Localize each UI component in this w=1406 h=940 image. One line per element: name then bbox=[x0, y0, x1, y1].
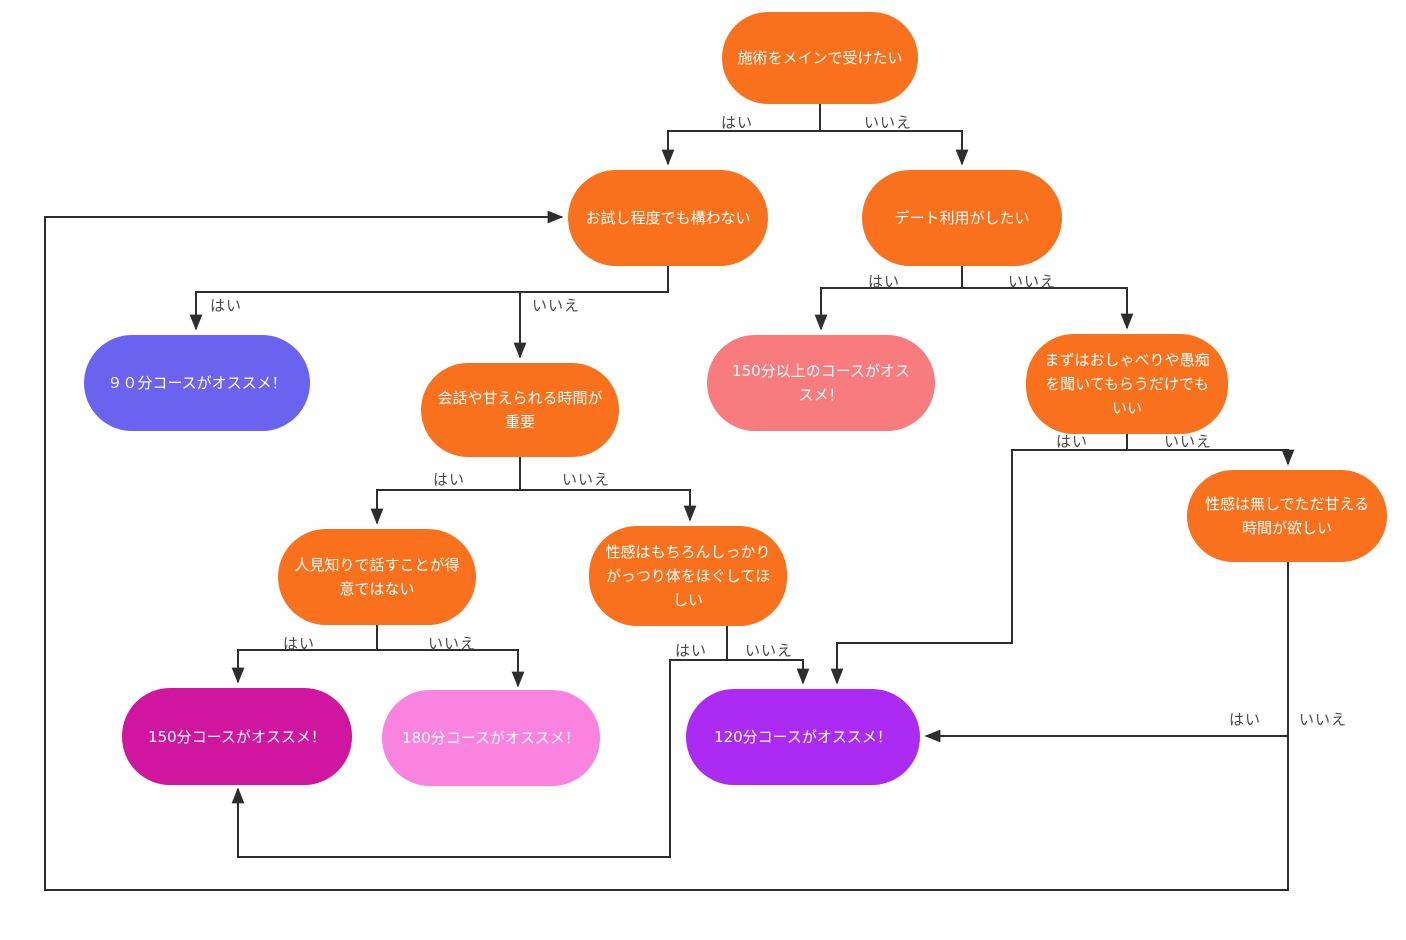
node-result-90min: ９０分コースがオススメ！ bbox=[84, 335, 310, 431]
edge-label-no-noseikan: いいえ bbox=[1298, 710, 1348, 729]
edge-label-no-massage: いいえ bbox=[744, 641, 794, 660]
node-question-chat-only: まずはおしゃべりや愚痴を聞いてもらうだけでもいい bbox=[1026, 334, 1228, 434]
edge-label-yes-main: はい bbox=[720, 113, 754, 132]
node-label: 120分コースがオススメ！ bbox=[714, 728, 892, 746]
node-label: 150分以上のコースがオススメ！ bbox=[732, 362, 910, 404]
node-question-no-seikan: 性感は無しでただ甘える時間が欲しい bbox=[1187, 470, 1387, 562]
edge-main-no-date bbox=[820, 130, 969, 166]
edge-label-no-date: いいえ bbox=[1007, 272, 1057, 291]
node-label: デート利用がしたい bbox=[894, 209, 1030, 227]
edge-label-yes-massage: はい bbox=[674, 641, 708, 660]
edge-label-no-talktime: いいえ bbox=[561, 470, 611, 489]
edge-chatonly-no-noseikan bbox=[1127, 449, 1295, 466]
edge-massage-no-120min bbox=[727, 659, 810, 685]
edge-label-yes-talktime: はい bbox=[432, 470, 466, 489]
edge-label-no-main: いいえ bbox=[863, 113, 913, 132]
edge-label-no-chatonly: いいえ bbox=[1163, 432, 1213, 451]
node-question-shy: 人見知りで話すことが得意ではない bbox=[278, 529, 476, 625]
edge-trial-no-talktime bbox=[513, 291, 668, 359]
node-question-full-massage: 性感はもちろんしっかりがっつり体をほぐしてほしい bbox=[589, 526, 787, 626]
node-label: 180分コースがオススメ！ bbox=[402, 729, 580, 747]
node-question-trial-ok: お試し程度でも構わない bbox=[568, 170, 768, 266]
node-label: 性感は無しでただ甘える時間が欲しい bbox=[1204, 495, 1370, 537]
node-result-150min-plus: 150分以上のコースがオススメ！ bbox=[707, 335, 935, 431]
edge-label-yes-shy: はい bbox=[282, 634, 316, 653]
edge-date-yes-150plus bbox=[814, 266, 963, 331]
node-label: まずはおしゃべりや愚痴を聞いてもらうだけでもいい bbox=[1044, 351, 1210, 417]
edge-shy-no-180min bbox=[377, 649, 525, 688]
edge-label-no-trial: いいえ bbox=[531, 296, 581, 315]
node-label: 150分コースがオススメ！ bbox=[148, 727, 326, 746]
edge-label-yes-chatonly: はい bbox=[1055, 432, 1089, 451]
edge-date-no-chatonly bbox=[962, 287, 1134, 330]
edge-label-yes-noseikan: はい bbox=[1228, 710, 1262, 729]
edge-talktime-yes-shy bbox=[370, 457, 521, 525]
edge-trial-yes-90min bbox=[189, 266, 669, 331]
edge-main-yes-trial bbox=[661, 104, 821, 166]
node-question-date-use: デート利用がしたい bbox=[862, 170, 1062, 266]
edge-massage-yes-150min-loop bbox=[231, 626, 728, 858]
node-label: 性感はもちろんしっかりがっつり体をほぐしてほしい bbox=[605, 543, 771, 609]
node-label: ９０分コースがオススメ！ bbox=[107, 374, 287, 392]
edge-shy-yes-150min bbox=[231, 625, 378, 684]
edge-label-no-shy: いいえ bbox=[427, 634, 477, 653]
node-label: 人見知りで話すことが得意ではない bbox=[294, 556, 460, 598]
edge-label-yes-date: はい bbox=[867, 272, 901, 291]
node-result-150min: 150分コースがオススメ！ bbox=[122, 688, 352, 785]
node-result-180min: 180分コースがオススメ！ bbox=[382, 690, 600, 786]
node-question-main-treatment: 施術をメインで受けたい bbox=[722, 12, 918, 104]
edge-label-yes-trial: はい bbox=[209, 296, 243, 315]
node-label: 施術をメインで受けたい bbox=[737, 49, 903, 67]
node-result-120min: 120分コースがオススメ！ bbox=[686, 689, 920, 785]
node-label: 会話や甘えられる時間が重要 bbox=[437, 389, 603, 431]
edge-chatonly-yes-120min bbox=[830, 434, 1128, 685]
edge-noseikan-no-trial-loop bbox=[44, 210, 1289, 891]
node-label: お試し程度でも構わない bbox=[585, 209, 751, 227]
edge-talktime-no-massage bbox=[520, 489, 697, 522]
node-question-talk-time: 会話や甘えられる時間が重要 bbox=[421, 363, 619, 457]
